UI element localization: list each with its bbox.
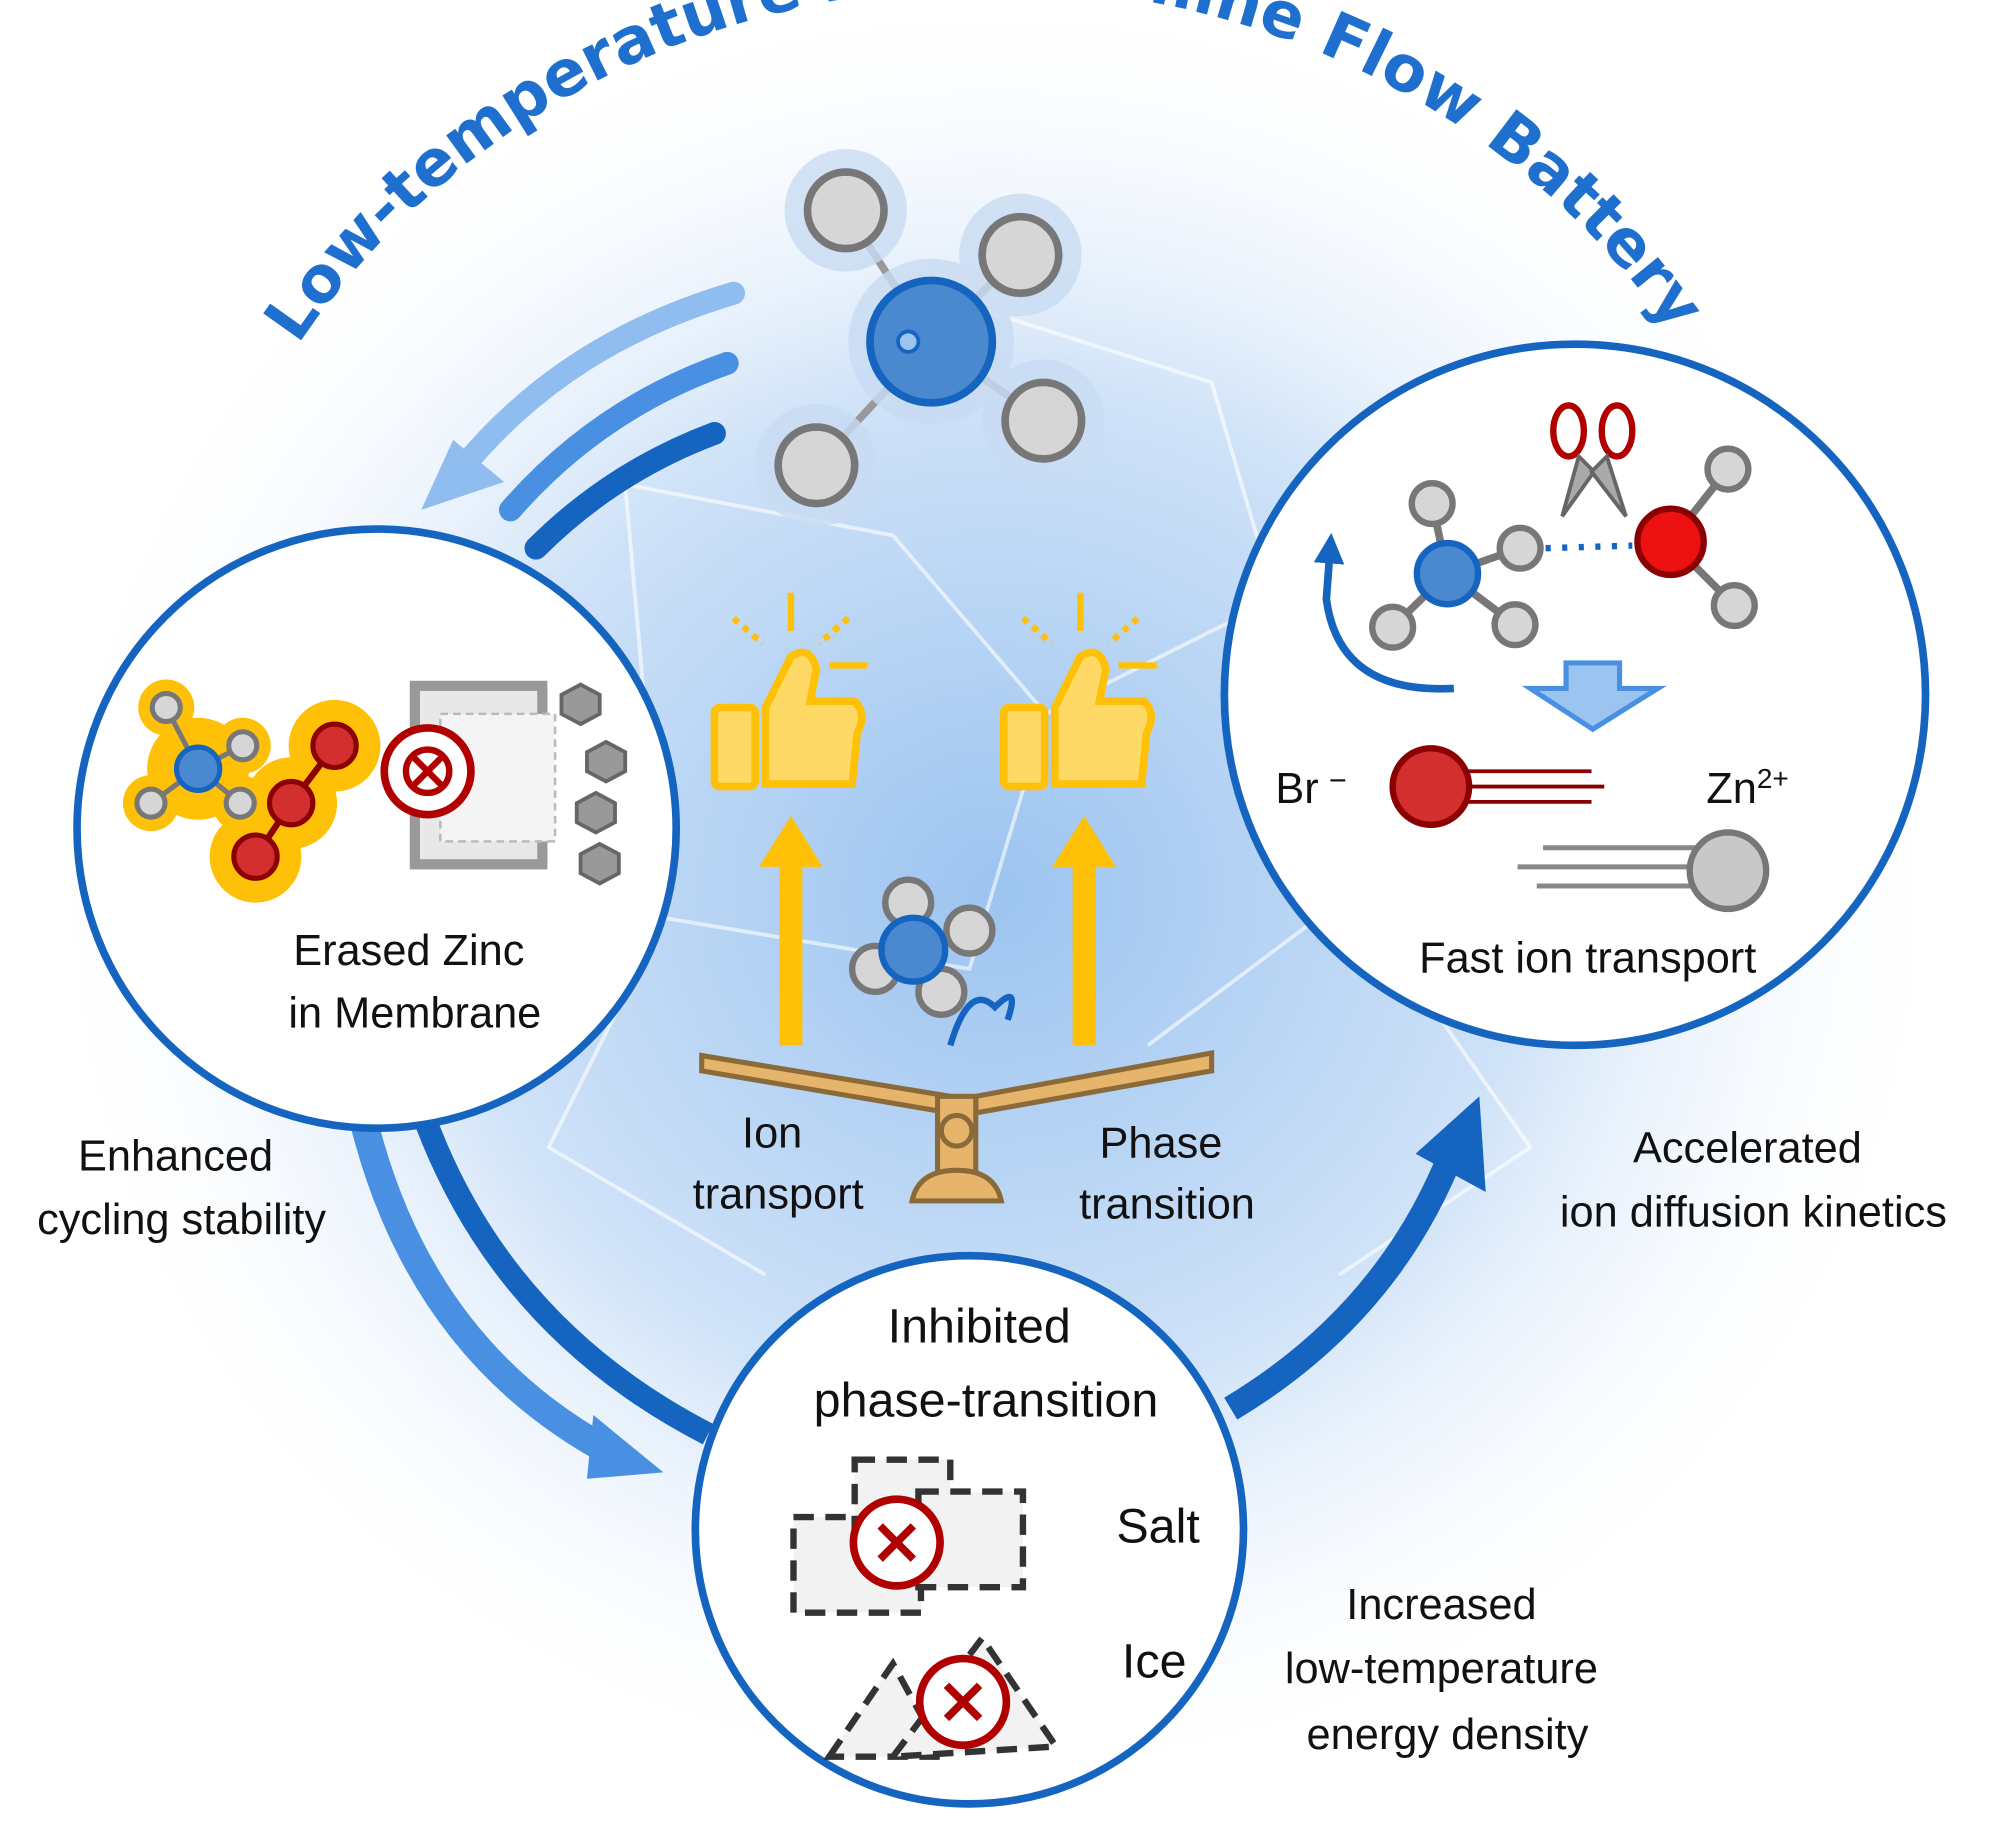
left-panel: Erased Zinc in Membrane	[73, 525, 681, 1133]
increased-energy-density-label: Increased low-temperature energy density	[1285, 1581, 1610, 1759]
cycle-arrow-right	[1224, 1096, 1486, 1420]
zn-label: Zn2+	[1706, 763, 1789, 813]
bottom-panel-title: Inhibited phase-transition	[814, 1299, 1159, 1427]
balance-scale-icon	[699, 1049, 1215, 1204]
right-panel: Br− Zn2+ Fast ion transport	[1220, 340, 1930, 1050]
up-arrows	[759, 815, 1117, 1046]
accelerated-kinetics-label: Accelerated ion diffusion kinetics	[1560, 1125, 1947, 1237]
cycle-arrows-top	[421, 281, 746, 560]
prohibited-icon-salt	[849, 1495, 944, 1590]
prohibited-icon	[380, 724, 475, 819]
thumbs-up-icon-right	[1000, 592, 1157, 791]
br-ion-icon	[1389, 745, 1605, 828]
small-molecule-icon	[848, 876, 1016, 1047]
right-panel-caption: Fast ion transport	[1419, 935, 1756, 983]
br-label: Br−	[1275, 763, 1346, 813]
ion-transport-label: Ion transport	[693, 1109, 864, 1218]
scissors-icon	[1550, 402, 1636, 518]
cycle-arrows-bottom-left	[350, 1105, 714, 1479]
solvated-zinc-icon	[1369, 445, 1758, 651]
zn-ion-icon	[1517, 829, 1770, 913]
rotation-arrow-icon	[1313, 532, 1455, 693]
left-panel-caption: Erased Zinc in Membrane	[288, 927, 541, 1037]
phase-transition-label: Phase transition	[1079, 1120, 1255, 1229]
enhanced-cycling-stability-label: Enhanced cycling stability	[37, 1132, 326, 1244]
prohibited-icon-ice	[915, 1654, 1011, 1750]
ice-label: Ice	[1122, 1635, 1187, 1689]
molecule-icon	[122, 679, 381, 903]
thumbs-up-icon-left	[710, 592, 868, 791]
down-arrow-icon	[1521, 660, 1667, 733]
bottom-panel: Inhibited phase-transition Salt Ice	[691, 1251, 1248, 1808]
central-molecule-icon	[755, 149, 1105, 527]
salt-label: Salt	[1116, 1500, 1200, 1554]
